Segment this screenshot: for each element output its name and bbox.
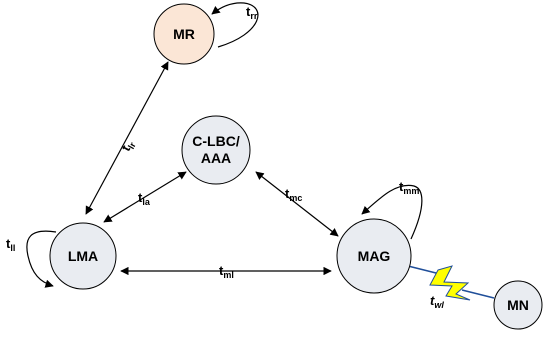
label-t-wl-sub: wl <box>434 300 444 310</box>
node-mag: MAG <box>336 218 412 294</box>
label-t-ll-sub: ll <box>10 243 15 253</box>
edge-lma-self-loop <box>26 230 57 288</box>
label-t-la-sub: la <box>142 197 151 207</box>
label-t-rr: trr <box>246 4 258 21</box>
wireless-link-left <box>407 265 441 275</box>
label-t-rr-sub: rr <box>250 11 258 21</box>
node-clbc-aaa: C-LBC/ AAA <box>181 115 251 185</box>
node-clbc-label-line1: C-LBC/ <box>192 133 240 149</box>
edge-lma-clbc <box>103 171 187 223</box>
label-t-lr: tlr <box>118 137 138 155</box>
label-t-ll-base: t <box>6 236 11 251</box>
label-t-ml-sub: ml <box>223 270 234 280</box>
label-t-mm: tmm <box>399 179 419 196</box>
label-t-ml-base: t <box>219 263 224 278</box>
edge-clbc-mag <box>255 171 339 237</box>
node-mr-label: MR <box>173 26 195 42</box>
lightning-bolt-icon <box>429 265 471 301</box>
node-mn-label: MN <box>507 297 529 313</box>
edge-mr-lma <box>85 61 169 215</box>
label-t-mm-sub: mm <box>403 186 419 196</box>
label-t-mm-base: t <box>399 179 404 194</box>
label-t-la-base: t <box>138 190 143 205</box>
node-lma-label: LMA <box>68 248 98 264</box>
label-t-la: tla <box>138 190 151 207</box>
label-t-rr-base: t <box>246 4 251 19</box>
label-t-wl: twl <box>430 293 444 310</box>
wireless-link-right <box>461 289 495 299</box>
node-lma: LMA <box>49 222 117 290</box>
label-t-lr-sub: lr <box>126 140 138 150</box>
label-t-ml: tml <box>219 263 234 280</box>
label-t-mc-sub: mc <box>289 193 302 203</box>
label-t-mc-base: t <box>285 186 290 201</box>
label-t-wl-base: t <box>430 293 435 308</box>
label-t-lr-base: t <box>118 142 134 153</box>
edge-mr-self-loop <box>211 2 259 48</box>
node-mr: MR <box>153 3 215 65</box>
node-mag-label: MAG <box>358 248 391 264</box>
edge-mag-self-loop <box>361 184 423 240</box>
node-clbc-label-line2: AAA <box>201 150 231 166</box>
node-mn: MN <box>493 280 543 330</box>
label-t-mc: tmc <box>285 186 302 203</box>
label-t-ll: tll <box>6 236 15 253</box>
